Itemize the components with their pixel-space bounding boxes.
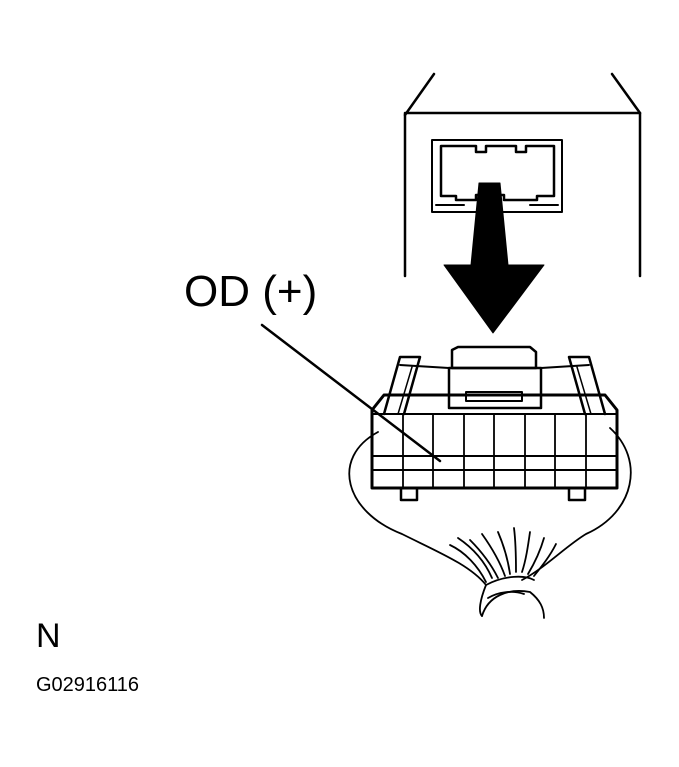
wire-harness [348, 427, 632, 619]
connector-body [370, 345, 619, 502]
terminal-leader-line [260, 323, 442, 463]
connector-face-inset [403, 72, 642, 278]
figure-code: G02916116 [36, 674, 140, 696]
view-letter: N [36, 617, 61, 655]
arrow-down-icon [443, 182, 545, 334]
terminal-label: OD (+) [184, 267, 318, 316]
